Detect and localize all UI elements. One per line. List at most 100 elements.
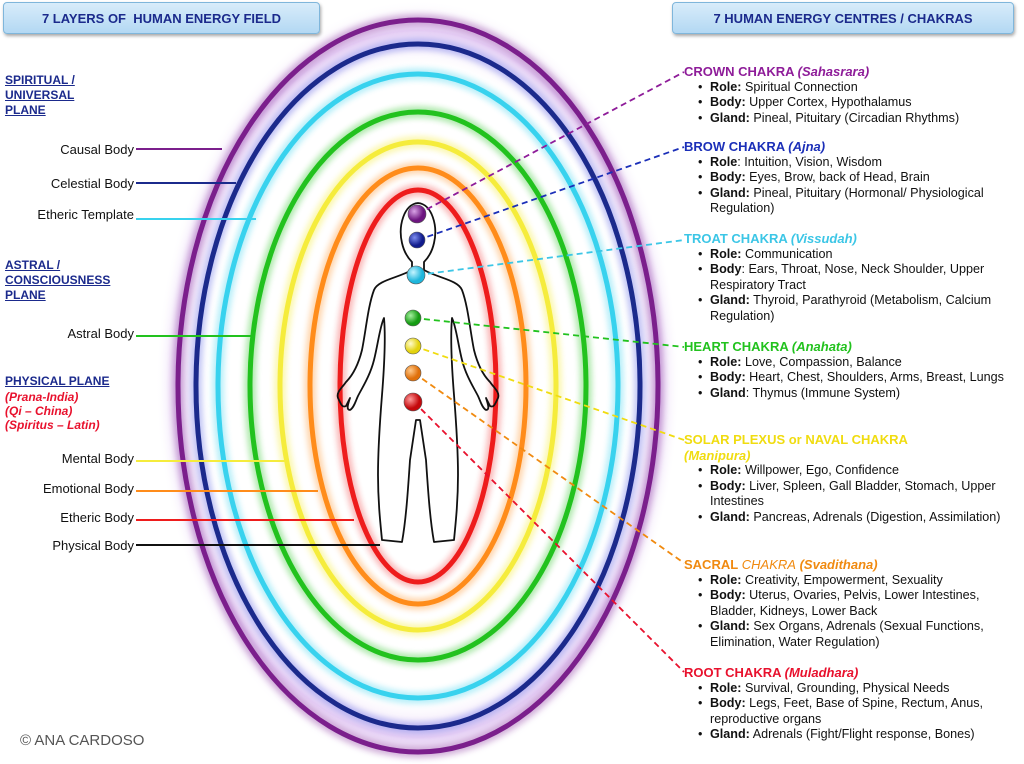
chakra-detail-item: Body: Eyes, Brow, back of Head, Brain xyxy=(698,170,1020,186)
detail-value: : Intuition, Vision, Wisdom xyxy=(737,154,882,169)
layer-label-celestial: Celestial Body xyxy=(50,176,134,191)
detail-key: Gland: xyxy=(710,185,750,200)
chakra-detail-item: Gland: Thymus (Immune System) xyxy=(698,385,1020,402)
chakra-detail-item: Role: Spiritual Connection xyxy=(698,80,1020,96)
detail-value: Uterus, Ovaries, Pelvis, Lower Intestine… xyxy=(710,588,980,618)
detail-key: Gland: xyxy=(710,293,750,308)
chakra-details: Role: Love, Compassion, Balance Body: He… xyxy=(684,355,1020,402)
etheric-template-ring xyxy=(215,71,621,701)
detail-key: Body: xyxy=(710,696,746,711)
chakra-detail-item: Role: Intuition, Vision, Wisdom xyxy=(698,154,1020,171)
physical-plane-name: (Spiritus – Latin) xyxy=(5,418,100,432)
chakra-title: TROAT CHAKRA (Vissudah) xyxy=(684,231,1020,247)
right-title-text: 7 HUMAN ENERGY CENTRES / CHAKRAS xyxy=(713,10,973,26)
chakra-detail-item: Gland: Pineal, Pituitary (Circadian Rhyt… xyxy=(698,110,1020,127)
throat-chakra-info: TROAT CHAKRA (Vissudah) Role: Communicat… xyxy=(684,231,1020,325)
crown-chakra-info: CROWN CHAKRA (Sahasrara) Role: Spiritual… xyxy=(684,64,1020,126)
layer-label-physical: Physical Body xyxy=(52,538,134,553)
detail-value: Legs, Feet, Base of Spine, Rectum, Anus,… xyxy=(710,696,984,726)
chakra-detail-item: Role: Creativity, Empowerment, Sexuality xyxy=(698,572,1020,589)
chakra-detail-item: Body: Upper Cortex, Hypothalamus xyxy=(698,95,1020,111)
chakra-alt-name: (Sahasrara) xyxy=(797,64,870,79)
solar-plexus-connector xyxy=(413,345,685,441)
chakra-name: BROW CHAKRA xyxy=(684,139,785,154)
detail-key: Gland: xyxy=(710,727,750,742)
detail-value: Pineal, Pituitary (Circadian Rhythms) xyxy=(749,110,960,125)
detail-value: Eyes, Brow, back of Head, Brain xyxy=(745,170,930,185)
root-connector xyxy=(413,401,685,673)
chakra-name: TROAT CHAKRA xyxy=(684,231,788,246)
chakra-title: ROOT CHAKRA (Muladhara) xyxy=(684,665,1020,681)
detail-key: Body xyxy=(710,262,742,277)
chakra-alt-name: (Anahata) xyxy=(791,339,852,354)
detail-value: Upper Cortex, Hypothalamus xyxy=(745,95,912,110)
chakra-details: Role: Survival, Grounding, Physical Need… xyxy=(684,681,1020,743)
detail-key: Role: xyxy=(710,680,742,695)
chakra-title: SACRAL CHAKRA (Svadithana) xyxy=(684,557,1020,573)
crown-connector xyxy=(417,71,685,215)
chakra-details: Role: Creativity, Empowerment, Sexuality… xyxy=(684,573,1020,651)
left-title-text: 7 LAYERS OF HUMAN ENERGY FIELD xyxy=(41,10,282,26)
mental-layer-ring xyxy=(277,139,559,633)
layer-label-emotional: Emotional Body xyxy=(42,481,134,496)
physical-plane-name: (Prana-India) xyxy=(5,390,79,404)
chakra-details: Role: Communication Body: Ears, Throat, … xyxy=(684,247,1020,325)
spiritual-plane-line: PLANE xyxy=(5,103,46,117)
heart-chakra-info: HEART CHAKRA (Anahata) Role: Love, Compa… xyxy=(684,339,1020,401)
chakra-name: SACRAL xyxy=(684,557,739,572)
detail-value: Sex Organs, Adrenals (Sexual Functions, … xyxy=(710,619,984,649)
chakra-alt-name: (Ajna) xyxy=(788,139,826,154)
chakra-name: SOLAR PLEXUS or NAVAL CHAKRA xyxy=(684,432,908,447)
astral-layer-ring xyxy=(247,109,589,663)
layer-label-etheric: Etheric Body xyxy=(60,510,134,525)
detail-value: : Thymus (Immune System) xyxy=(745,385,901,400)
spiritual-plane-line: SPIRITUAL / xyxy=(5,73,75,87)
detail-key: Role: xyxy=(710,354,742,369)
chakra-title: CROWN CHAKRA (Sahasrara) xyxy=(684,64,1020,80)
astral-plane-heading: ASTRAL / CONSCIOUSNESS PLANE xyxy=(5,258,110,303)
chakra-alt-name: (Vissudah) xyxy=(790,231,857,246)
astral-plane-line: PLANE xyxy=(5,288,46,302)
detail-value: Pineal, Pituitary (Hormonal/ Physiologic… xyxy=(710,185,984,216)
crown-chakra-sphere xyxy=(407,204,427,224)
detail-key: Role: xyxy=(710,463,742,478)
chakra-details: Role: Willpower, Ego, Confidence Body: L… xyxy=(684,463,1020,525)
layer-label-mental: Mental Body xyxy=(61,451,134,466)
sacral-connector xyxy=(413,372,685,564)
chakra-detail-item: Gland: Adrenals (Fight/Flight response, … xyxy=(698,727,1020,743)
causal-layer-ring xyxy=(175,17,661,755)
spiritual-plane-line: UNIVERSAL xyxy=(5,88,75,102)
chakra-title: BROW CHAKRA (Ajna) xyxy=(684,139,1020,155)
chakra-alt-name: (Muladhara) xyxy=(784,665,859,680)
chakra-detail-item: Body: Heart, Chest, Shoulders, Arms, Bre… xyxy=(698,370,1020,386)
detail-key: Body: xyxy=(710,588,746,603)
etheric-layer-ring xyxy=(337,187,499,585)
detail-value: Willpower, Ego, Confidence xyxy=(741,463,899,478)
detail-key: Gland: xyxy=(710,619,750,634)
solar-plexus-chakra-info: SOLAR PLEXUS or NAVAL CHAKRA(Manipura) R… xyxy=(684,432,1020,526)
chakra-name: ROOT CHAKRA xyxy=(684,665,782,680)
layer-label-astral: Astral Body xyxy=(67,326,134,341)
chakra-detail-item: Gland: Pineal, Pituitary (Hormonal/ Phys… xyxy=(698,185,1020,217)
detail-key: Gland xyxy=(710,385,746,400)
brow-chakra-sphere xyxy=(408,231,426,249)
chakra-detail-item: Role: Survival, Grounding, Physical Need… xyxy=(698,680,1020,697)
chakra-detail-item: Body: Liver, Spleen, Gall Bladder, Stoma… xyxy=(698,479,1020,510)
brow-connector xyxy=(417,146,685,241)
detail-value: Pancreas, Adrenals (Digestion, Assimilat… xyxy=(749,509,1001,524)
chakra-name: HEART CHAKRA xyxy=(684,339,789,354)
human-body-outline xyxy=(336,202,500,543)
physical-plane-name: (Qi – China) xyxy=(5,404,73,418)
detail-key: Body: xyxy=(710,370,746,385)
detail-value: Love, Compassion, Balance xyxy=(741,354,902,369)
detail-value: Communication xyxy=(741,246,833,261)
chakra-details: Role: Intuition, Vision, Wisdom Body: Ey… xyxy=(684,155,1020,217)
chakra-name: CROWN CHAKRA xyxy=(684,64,795,79)
detail-key: Gland: xyxy=(710,110,750,125)
sacral-chakra-info: SACRAL CHAKRA (Svadithana) Role: Creativ… xyxy=(684,557,1020,651)
chakra-title: HEART CHAKRA (Anahata) xyxy=(684,339,1020,355)
right-title: 7 HUMAN ENERGY CENTRES / CHAKRAS xyxy=(672,2,1014,34)
detail-value: Creativity, Empowerment, Sexuality xyxy=(741,572,943,587)
chakra-detail-item: Gland: Sex Organs, Adrenals (Sexual Func… xyxy=(698,619,1020,650)
